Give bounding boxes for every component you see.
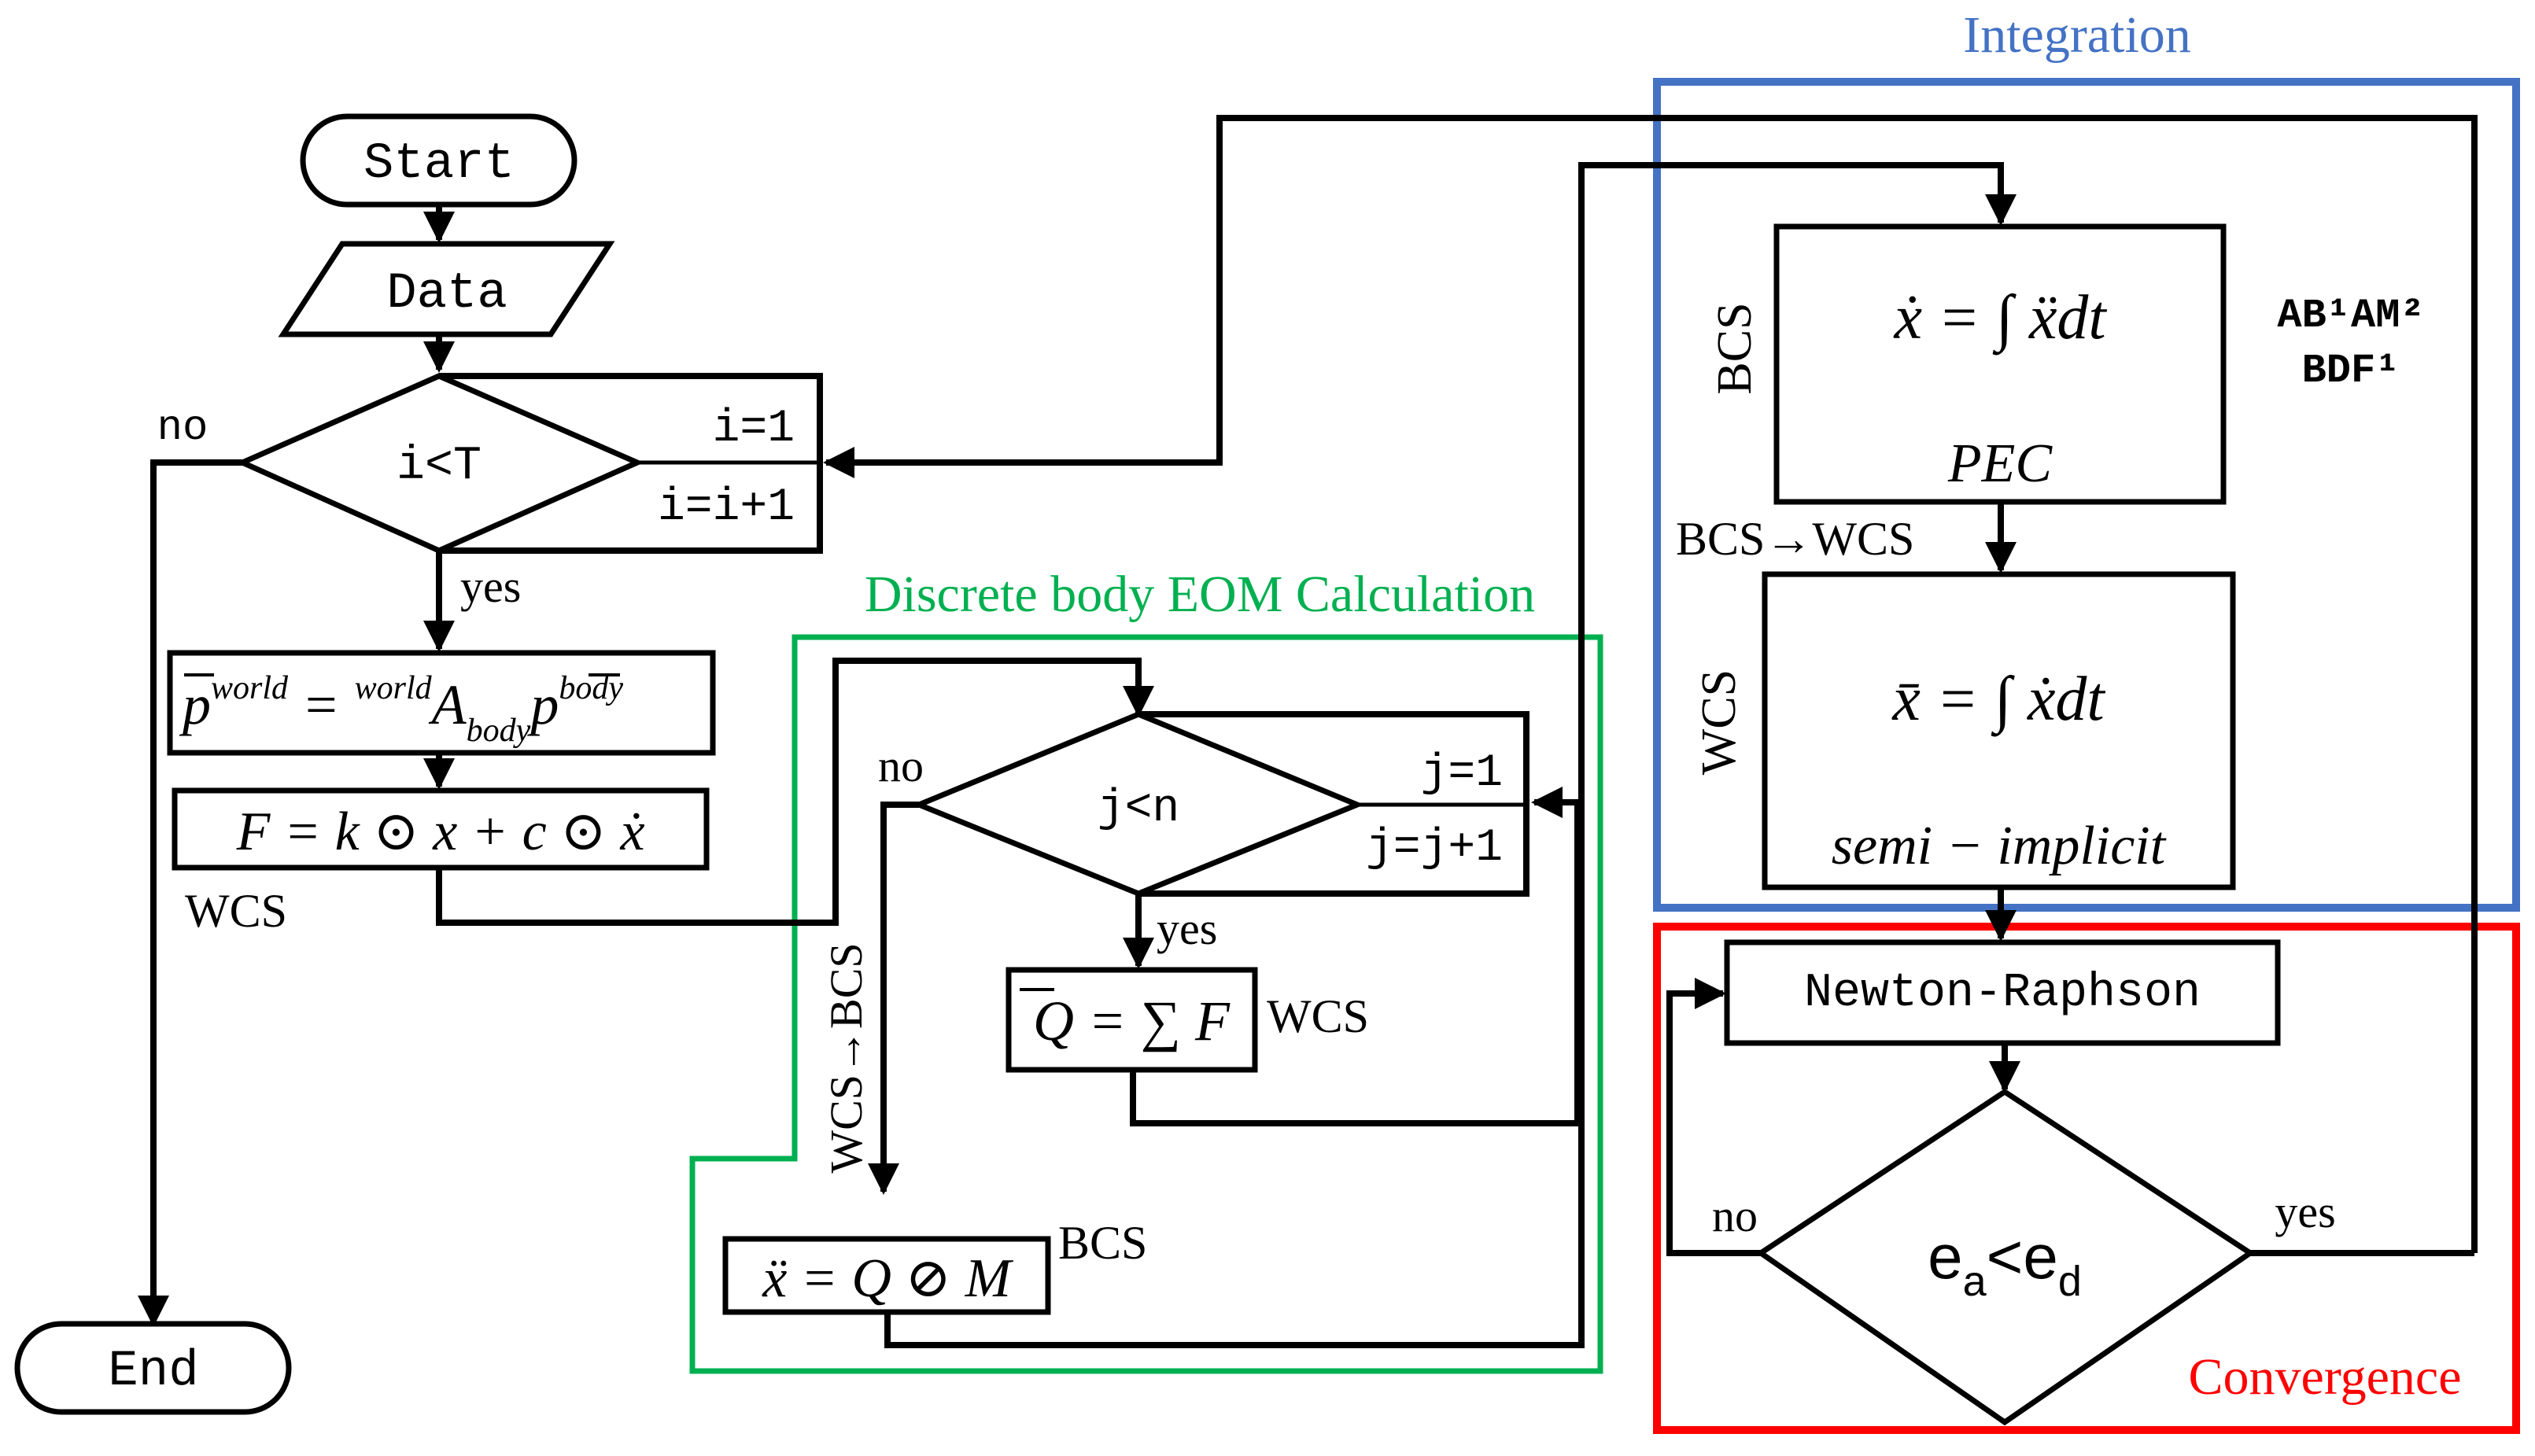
convergence-no: no: [1712, 1190, 1758, 1241]
velocity-box: [1773, 223, 2227, 505]
integration-frame: [1653, 78, 2520, 912]
velocity-frame: BCS: [1708, 302, 1762, 394]
convergence-decision: [1755, 1088, 2256, 1426]
loop-j-yes: yes: [1157, 903, 1217, 954]
start-label: Start: [363, 136, 515, 193]
loop-j-condition: j<n: [1098, 783, 1179, 835]
transform-a-sub: body: [467, 713, 531, 749]
newton-box: [1724, 939, 2281, 1046]
transform-a: A: [429, 673, 467, 736]
eom-side-label: WCS→BCS: [821, 942, 872, 1173]
accel-frame: BCS: [1058, 1217, 1147, 1269]
position-frame: WCS: [1692, 669, 1746, 775]
position-box: [1762, 571, 2236, 890]
convergence-title: Convergence: [2189, 1348, 2462, 1406]
transform-rhs: p: [526, 673, 559, 736]
velocity-method: PEC: [1947, 433, 2053, 494]
integration-title: Integration: [1963, 6, 2191, 64]
q-box: [1006, 967, 1258, 1073]
force-frame: WCS: [185, 885, 287, 937]
eom-frame: [689, 634, 1603, 1374]
loop-j-decision: [911, 711, 1365, 897]
convergence-frame: [1653, 923, 2520, 1434]
data-label: Data: [386, 266, 507, 323]
end-terminal: [14, 1321, 292, 1415]
convergence-yes: yes: [2275, 1186, 2335, 1237]
q-frame: WCS: [1267, 990, 1369, 1042]
velocity-formula: ẋ = ∫ ẍdt: [1893, 283, 2107, 356]
position-method: semi − implicit: [1832, 816, 2167, 876]
loop-i-init: i=1: [713, 404, 795, 455]
loop-i-condition: i<T: [397, 440, 482, 493]
force-formula: F = k ⊙ x + c ⊙ ẋ: [236, 802, 645, 862]
loop-i-decision: [235, 373, 644, 554]
loop-j-increment: j=j+1: [1366, 823, 1503, 874]
svg-text:pworld=worldAbodypbody: pworld=worldAbodypbody: [179, 670, 623, 749]
transform-equals: =: [305, 673, 338, 736]
start-terminal: [300, 113, 577, 208]
connectors: [138, 115, 2478, 1348]
methods-line2: BDF¹: [2302, 348, 2400, 394]
accel-box: [722, 1236, 1051, 1315]
end-label: End: [108, 1344, 198, 1400]
data-node: [278, 241, 615, 337]
transform-box: [167, 650, 716, 756]
transform-lhs: p: [179, 673, 211, 736]
eom-title: Discrete body EOM Calculation: [865, 566, 1535, 623]
force-box: [172, 787, 710, 871]
methods-line1: AB¹AM²: [2277, 293, 2424, 339]
q-formula: Q = ∑ F: [1033, 990, 1231, 1052]
loop-i-increment: i=i+1: [658, 482, 795, 533]
loop-j-init: j=1: [1421, 748, 1503, 799]
transform-a-pre-sup: world: [355, 670, 433, 706]
position-formula: x̄ = ∫ ẋdt: [1891, 665, 2105, 737]
transform-bcs-wcs: BCS→WCS: [1676, 513, 1914, 565]
accel-formula: ẍ = Q ⊘ M: [762, 1248, 1014, 1309]
loop-i-no: no: [157, 404, 208, 452]
loop-j-no: no: [878, 740, 924, 791]
transform-lhs-sup: world: [211, 670, 289, 706]
loop-i-yes: yes: [460, 561, 521, 612]
transform-formula: pworld=worldAbodypbody: [179, 670, 623, 749]
newton-label: Newton-Raphson: [1804, 967, 2201, 1020]
convergence-condition: ea<ed: [1928, 1222, 2082, 1305]
